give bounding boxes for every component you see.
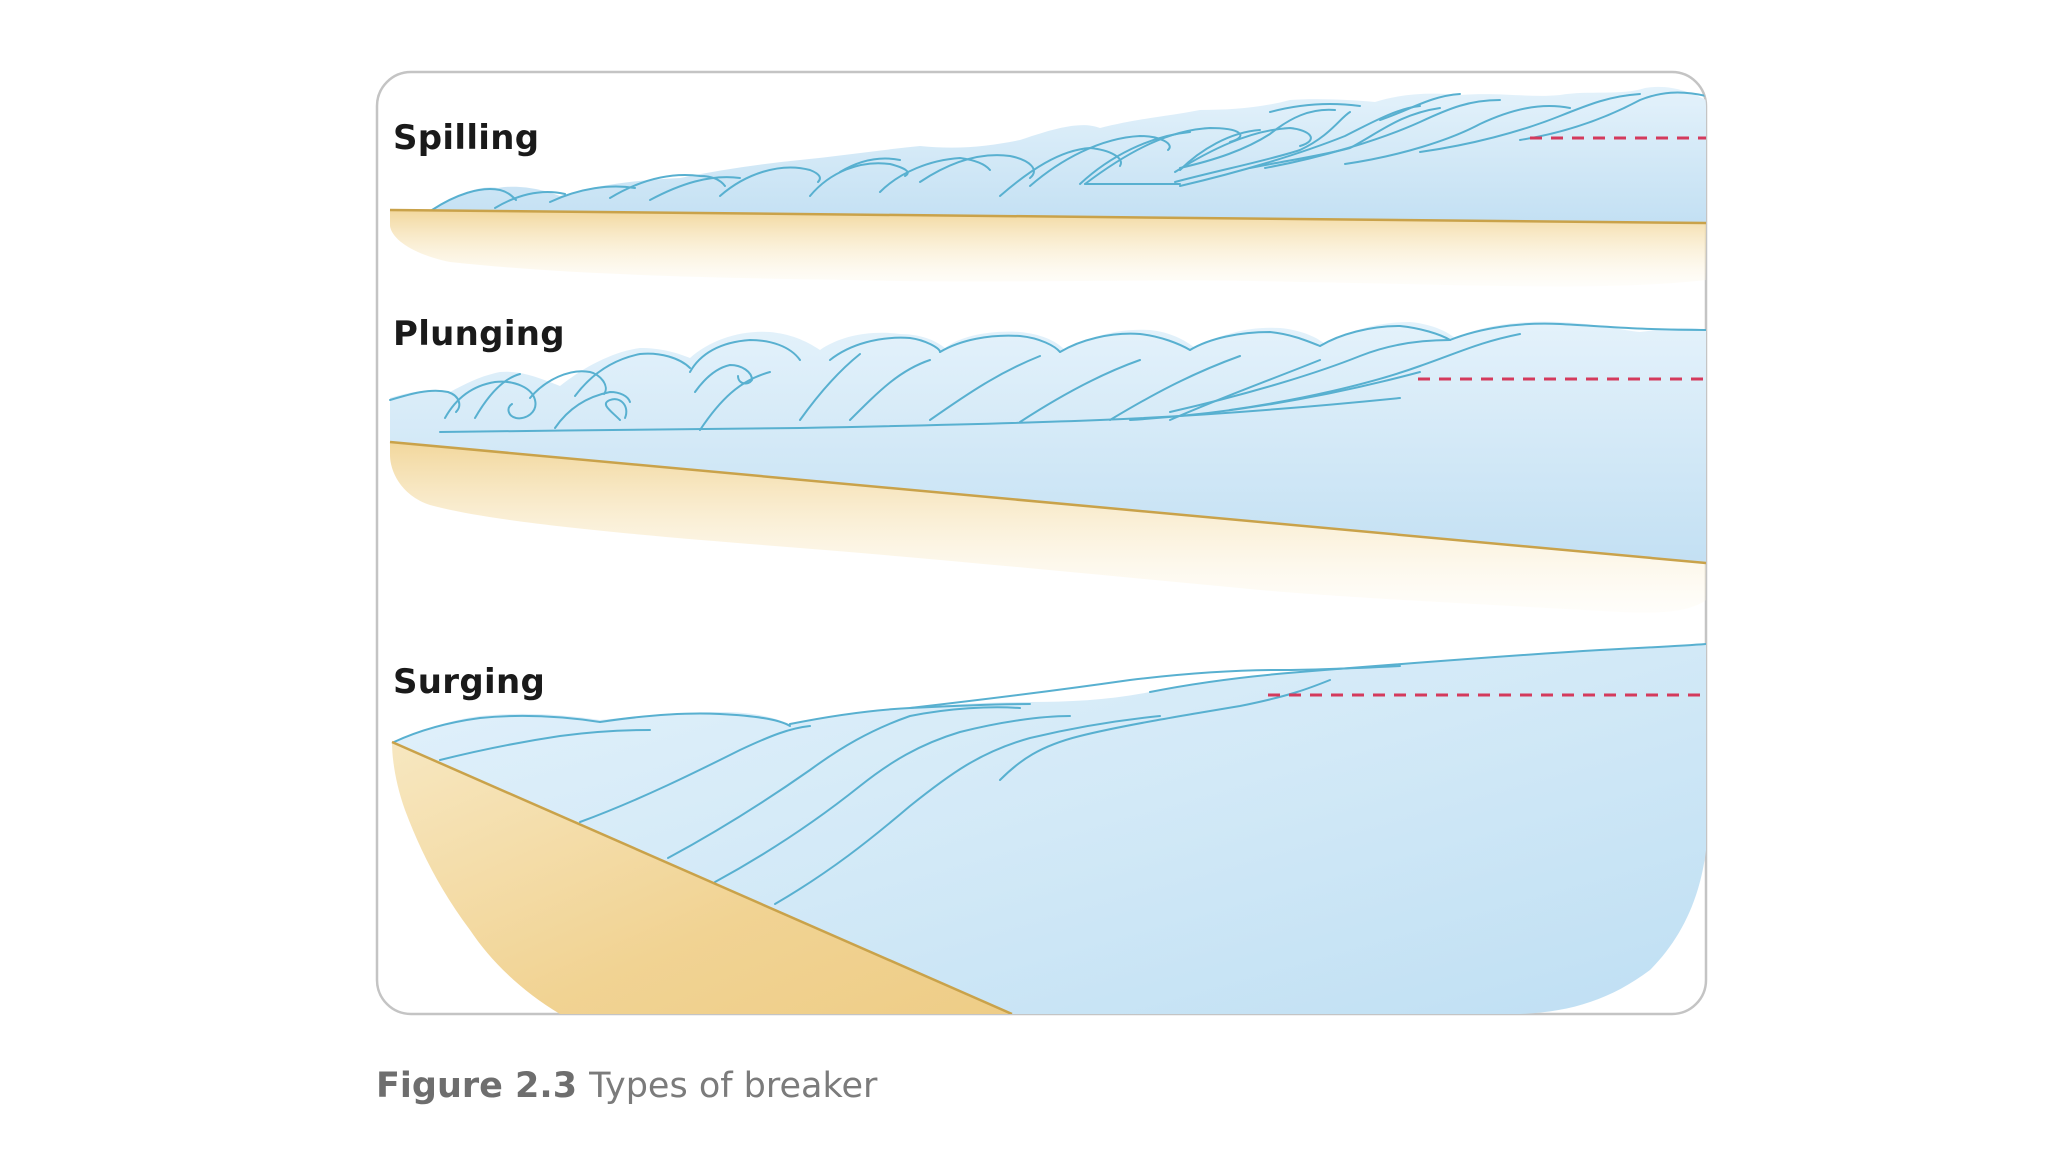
surging-label: Surging: [393, 662, 545, 702]
figure-caption: Figure 2.3 Types of breaker: [376, 1064, 877, 1106]
figure-number: Figure 2.3: [376, 1066, 577, 1106]
plunging-label: Plunging: [393, 314, 565, 354]
figure-caption-text: Types of breaker: [589, 1066, 877, 1106]
spilling-label: Spilling: [393, 118, 539, 158]
